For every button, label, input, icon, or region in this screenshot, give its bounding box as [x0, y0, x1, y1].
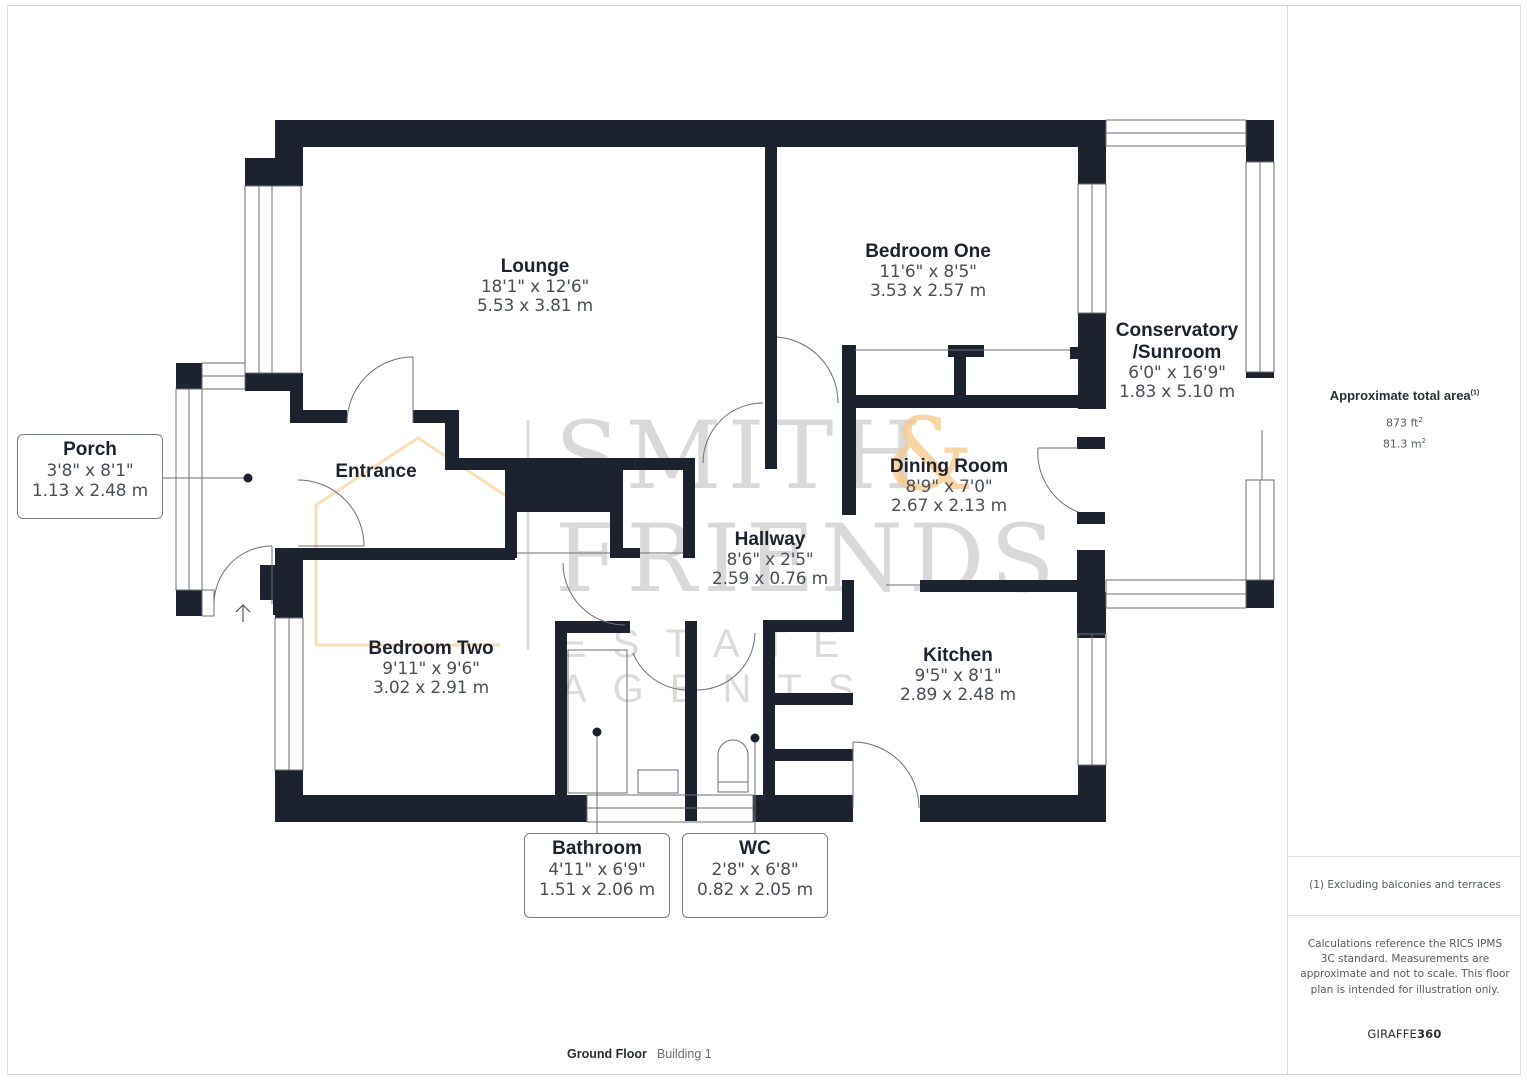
footnote-marker: (1): [1470, 389, 1480, 397]
sidebar-divider-1: [1288, 856, 1521, 857]
room-entrance: Entrance: [335, 461, 416, 483]
room-dimension-imperial: 9'11" x 9'6": [382, 658, 480, 679]
room-hallway: Hallway 8'6" x 2'5" 2.59 x 0.76 m: [712, 529, 828, 590]
windows-and-doors: [163, 119, 1275, 833]
floor-label: Ground Floor: [567, 1047, 647, 1061]
room-bedroom-one: Bedroom One 11'6" x 8'5" 3.53 x 2.57 m: [865, 241, 991, 302]
floor-caption: Ground Floor Building 1: [567, 1046, 712, 1061]
room-dimension-metric: 2.89 x 2.48 m: [900, 685, 1016, 706]
room-name: Porch: [63, 439, 117, 460]
brand-logo: GIRAFFE360: [1288, 1027, 1521, 1041]
room-name: Hallway: [734, 529, 806, 550]
room-dimension-metric: 3.53 x 2.57 m: [870, 281, 986, 302]
area-sqm-value: 81.3 m: [1382, 437, 1422, 451]
room-dimension-imperial: 3'8" x 8'1": [46, 461, 134, 482]
room-dimension-imperial: 8'9" x 7'0": [905, 476, 993, 497]
room-dimension-metric: 2.67 x 2.13 m: [891, 496, 1007, 517]
unit-superscript: 2: [1418, 416, 1423, 424]
brand-bold: 360: [1416, 1027, 1442, 1041]
room-dimension-imperial: 6'0" x 16'9": [1128, 362, 1226, 383]
room-dimension-metric: 1.13 x 2.48 m: [32, 481, 148, 502]
unit-superscript: 2: [1421, 437, 1427, 445]
room-dining: Dining Room 8'9" x 7'0" 2.67 x 2.13 m: [890, 456, 1008, 517]
room-dimension-metric: 0.82 x 2.05 m: [697, 880, 813, 901]
area-sqft-value: 873 ft: [1386, 416, 1419, 430]
room-name: Dining Room: [889, 456, 1009, 477]
room-name: Bedroom Two: [368, 638, 494, 659]
building-label: Building 1: [656, 1047, 712, 1061]
area-sqft: 873 ft2: [1288, 416, 1521, 430]
callout-wc: WC 2'8" x 6'8" 0.82 x 2.05 m: [682, 833, 828, 918]
room-name: Lounge: [500, 256, 570, 277]
room-dimension-imperial: 11'6" x 8'5": [879, 261, 977, 282]
room-dimension-metric: 1.83 x 5.10 m: [1119, 382, 1235, 403]
brand-light: GIRAFFE: [1367, 1027, 1417, 1041]
room-bedroom-two: Bedroom Two 9'11" x 9'6" 3.02 x 2.91 m: [368, 638, 493, 699]
room-name: Bedroom One: [865, 241, 991, 262]
room-dimension-metric: 3.02 x 2.91 m: [373, 678, 489, 699]
room-dimension-imperial: 9'5" x 8'1": [914, 665, 1002, 686]
room-dimension-imperial: 8'6" x 2'5": [726, 549, 814, 570]
room-lounge: Lounge 18'1" x 12'6" 5.53 x 3.81 m: [477, 256, 593, 317]
area-title-text: Approximate total area: [1329, 388, 1471, 403]
room-name: Kitchen: [923, 645, 993, 666]
area-title: Approximate total area(1): [1288, 388, 1521, 403]
room-conservatory: Conservatory /Sunroom 6'0" x 16'9" 1.83 …: [1116, 320, 1239, 403]
room-dimension-metric: 2.59 x 0.76 m: [712, 569, 828, 590]
room-kitchen: Kitchen 9'5" x 8'1" 2.89 x 2.48 m: [900, 645, 1016, 706]
disclaimer-text: Calculations reference the RICS IPMS 3C …: [1300, 938, 1510, 996]
room-dimension-imperial: 18'1" x 12'6": [480, 276, 590, 297]
sidebar-divider-2: [1288, 915, 1521, 916]
area-sqm: 81.3 m2: [1288, 437, 1521, 451]
room-dimension-imperial: 4'11" x 6'9": [548, 860, 646, 881]
room-name-line2: /Sunroom: [1132, 341, 1222, 363]
footnote-text: (1) Excluding balconies and terraces: [1309, 879, 1501, 891]
room-name: WC: [739, 838, 771, 859]
room-dimension-metric: 5.53 x 3.81 m: [477, 296, 593, 317]
room-markers: [243, 473, 760, 743]
room-dimension-imperial: 2'8" x 6'8": [711, 860, 799, 881]
room-name-line1: Conservatory: [1115, 320, 1239, 341]
callout-bathroom: Bathroom 4'11" x 6'9" 1.51 x 2.06 m: [524, 833, 670, 918]
room-name: Bathroom: [552, 838, 642, 859]
callout-porch: Porch 3'8" x 8'1" 1.13 x 2.48 m: [17, 434, 163, 519]
sidebar-divider: [1287, 5, 1288, 1075]
room-dimension-metric: 1.51 x 2.06 m: [539, 880, 655, 901]
entry-arrow-icon: [235, 604, 251, 622]
room-name: Entrance: [335, 461, 417, 482]
